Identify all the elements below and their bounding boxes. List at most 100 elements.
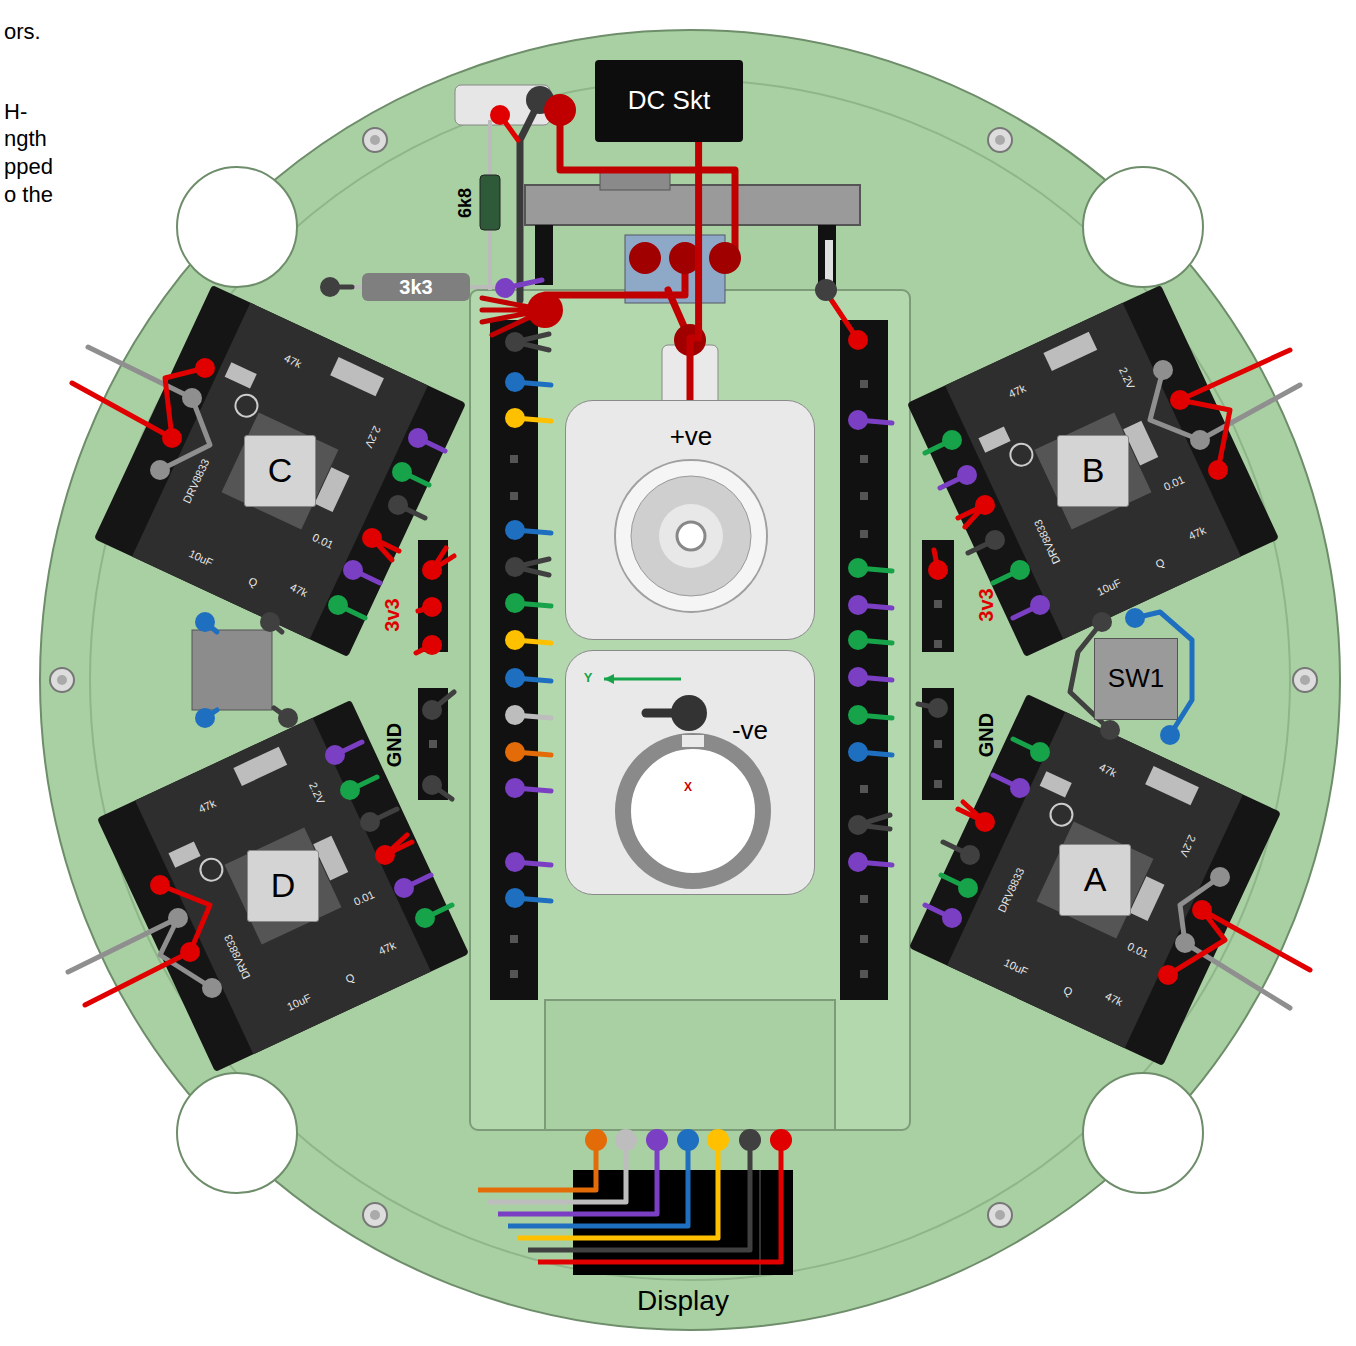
header-strip — [510, 935, 518, 943]
module-wire-stubs — [942, 908, 962, 928]
module-wire-stubs — [353, 438, 445, 583]
motor-wires — [1170, 390, 1190, 410]
motor-wires — [72, 368, 205, 438]
motor-driver-module — [945, 303, 1241, 640]
module-wire-stubs — [343, 560, 363, 580]
module-wire-stubs — [408, 428, 428, 448]
switch-symbol — [270, 622, 288, 718]
header-wire-stubs — [416, 332, 948, 908]
driver-chip: A — [1059, 844, 1131, 916]
module-wire-stubs — [1010, 778, 1030, 798]
header-wire-stubs — [505, 520, 525, 540]
switch-symbol — [1100, 720, 1120, 740]
module-wire-stubs — [941, 739, 1040, 888]
display-connector-graphic — [498, 1140, 657, 1214]
header-wire-stubs — [848, 595, 868, 615]
motor-driver-module — [225, 362, 257, 388]
header-wire-stubs — [505, 888, 525, 908]
screw-hole — [363, 128, 387, 152]
module-wire-stubs — [415, 908, 435, 928]
module-wire-stubs — [942, 430, 962, 450]
module-wire-stubs — [362, 528, 382, 548]
switch-symbol — [205, 622, 217, 718]
header-strip — [934, 780, 942, 788]
screw-hole — [363, 1203, 387, 1227]
motor-driver-module — [94, 285, 466, 657]
module-wire-stubs — [338, 472, 429, 618]
power-wiring — [520, 100, 540, 300]
node-label: -ve — [732, 716, 768, 746]
power-wiring — [815, 279, 837, 301]
power-wiring — [527, 292, 563, 328]
motor-driver-module — [907, 285, 1279, 657]
header-wire-stubs — [505, 408, 525, 428]
battery-terminal-graphic — [566, 651, 816, 896]
pin-name: GND — [383, 723, 405, 767]
power-wiring — [709, 242, 741, 274]
display-connector-graphic — [538, 1140, 781, 1262]
screw-hole — [995, 1210, 1005, 1220]
header-wire-stubs — [505, 630, 525, 650]
header-strip — [934, 740, 942, 748]
header-strip — [860, 455, 868, 463]
module-wire-stubs — [975, 495, 995, 515]
header-strip — [510, 492, 518, 500]
motor-driver-module — [1037, 822, 1154, 939]
battery-terminal-graphic — [615, 460, 767, 612]
display-connector-graphic — [770, 1129, 792, 1151]
motor-wires — [180, 942, 200, 962]
header-strip — [860, 492, 868, 500]
motor-driver-module — [978, 427, 1010, 453]
screw-hole — [50, 668, 74, 692]
battery-terminal-graphic — [677, 522, 705, 550]
screw-hole — [370, 1210, 380, 1220]
motor-driver-module — [232, 391, 261, 420]
header-strip — [860, 785, 868, 793]
screw-hole — [1300, 675, 1310, 685]
header-wire-stubs — [848, 742, 868, 762]
header-strip — [510, 455, 518, 463]
header-strip — [860, 970, 868, 978]
resistor-value: 6k8 — [456, 188, 476, 218]
module-wire-stubs — [985, 530, 1005, 550]
node-label: B — [1082, 451, 1105, 490]
battery-terminal-graphic — [671, 695, 707, 731]
display-connector-graphic — [488, 1140, 626, 1202]
power-wiring — [629, 242, 661, 274]
screw-hole — [988, 1203, 1012, 1227]
housing — [1083, 167, 1203, 287]
switch-symbol — [195, 612, 215, 632]
motor-driver-module — [1035, 413, 1152, 530]
display-connector-graphic — [646, 1129, 668, 1151]
node-label: A — [1084, 860, 1107, 899]
motor-wires — [150, 875, 170, 895]
module-wire-stubs — [960, 845, 980, 865]
switch-symbol — [195, 708, 215, 728]
switch-symbol — [260, 612, 280, 632]
resistor-body: 3k3 — [362, 273, 470, 301]
module-wire-stubs — [325, 428, 1050, 928]
module-wire-stubs — [957, 465, 977, 485]
motor-wires — [1175, 933, 1195, 953]
display-connector-graphic — [508, 1140, 688, 1226]
motor-wires — [68, 347, 1310, 1008]
header-strip — [934, 640, 942, 648]
axis-label: Y — [584, 671, 593, 685]
module-wire-stubs — [350, 777, 452, 918]
switch-symbol — [192, 630, 272, 710]
header-wire-stubs — [505, 778, 525, 798]
power-wire — [690, 142, 699, 400]
resistor-symbol — [330, 120, 525, 290]
display-connector-graphic — [615, 1129, 637, 1151]
motor-wires — [202, 978, 222, 998]
header-wire-stubs — [515, 788, 551, 865]
motor-wires — [1168, 910, 1310, 975]
module-wire-stubs — [392, 462, 412, 482]
motor-wires — [88, 347, 210, 470]
power-wiring — [848, 330, 868, 350]
housing — [177, 1073, 297, 1193]
header-wire-stubs — [505, 332, 525, 352]
header-strip — [510, 970, 518, 978]
screw-hole — [370, 135, 380, 145]
